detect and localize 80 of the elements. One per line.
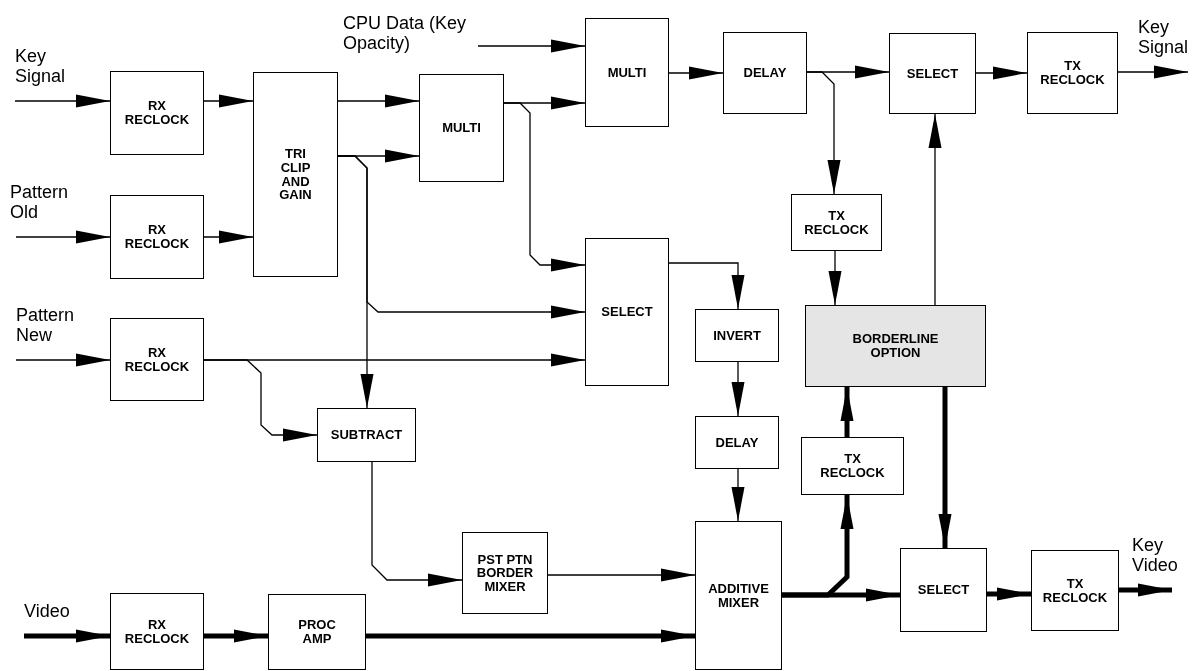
block-label: INVERT xyxy=(713,328,761,343)
process-box xyxy=(110,593,204,670)
process-box xyxy=(585,238,669,386)
arrow xyxy=(975,66,1028,80)
arrow xyxy=(15,353,111,367)
block-label: TX RECLOCK xyxy=(819,452,886,480)
arrow xyxy=(828,250,842,306)
arrow xyxy=(938,387,952,548)
arrow xyxy=(337,94,420,108)
block-label: TX RECLOCK xyxy=(803,208,870,237)
block-label: DELAY xyxy=(743,66,787,80)
process-box xyxy=(317,408,416,462)
signal-label: Video xyxy=(24,602,70,622)
block-label: PST PTN BORDER MIXER xyxy=(475,552,535,594)
arrow xyxy=(1117,65,1189,79)
signal-label: Pattern Old xyxy=(10,183,70,223)
process-box xyxy=(791,194,882,251)
arrow xyxy=(503,102,586,272)
process-box xyxy=(723,32,807,114)
block-label: TRI CLIP AND GAIN xyxy=(278,147,313,202)
arrow xyxy=(547,568,696,582)
arrow xyxy=(203,230,254,244)
block-label: SELECT xyxy=(601,305,653,319)
process-box xyxy=(889,33,976,114)
arrow xyxy=(15,230,111,244)
block-label: TX RECLOCK xyxy=(1039,59,1106,87)
process-box xyxy=(1027,32,1118,114)
arrow xyxy=(24,629,110,643)
process-box xyxy=(110,318,204,401)
block-label: MULTI xyxy=(607,65,647,80)
block-label: MULTI xyxy=(442,121,481,135)
arrow xyxy=(1119,583,1172,597)
arrow xyxy=(731,361,745,417)
process-box xyxy=(110,195,204,279)
process-box xyxy=(1031,550,1119,631)
arrow xyxy=(371,461,463,587)
signal-label: Key Signal xyxy=(15,47,67,87)
block-label: RX RECLOCK xyxy=(123,617,191,646)
arrow xyxy=(668,262,745,310)
process-box xyxy=(900,548,987,632)
arrow xyxy=(337,155,374,409)
block-label: PROC AMP xyxy=(297,618,337,646)
block-label: TX RECLOCK xyxy=(1041,576,1109,605)
arrow xyxy=(203,94,254,108)
process-box xyxy=(695,521,782,670)
block-label: ADDITIVE MIXER xyxy=(707,581,770,610)
block-label: RX RECLOCK xyxy=(123,99,191,127)
block-label: RX RECLOCK xyxy=(123,223,191,251)
arrow xyxy=(668,66,724,80)
process-box xyxy=(585,18,669,127)
arrow xyxy=(731,468,745,522)
process-box xyxy=(695,309,779,362)
arrow xyxy=(204,629,268,643)
process-box xyxy=(268,594,366,670)
block-label: SELECT xyxy=(906,66,959,81)
signal-label: Key Video xyxy=(1132,536,1179,576)
block-label: SELECT xyxy=(917,583,970,597)
arrow xyxy=(928,113,942,306)
process-box xyxy=(801,437,904,495)
signal-label: Key Signal xyxy=(1138,18,1190,58)
block-label: BORDERLINE OPTION xyxy=(851,332,940,360)
arrow xyxy=(203,359,318,442)
arrow xyxy=(782,495,854,598)
process-box xyxy=(695,416,779,469)
block-label: SUBTRACT xyxy=(330,428,403,442)
arrow xyxy=(14,94,111,108)
block-label: DELAY xyxy=(715,435,759,450)
arrow xyxy=(840,387,854,437)
process-box xyxy=(462,532,548,614)
process-box xyxy=(419,74,504,182)
arrow xyxy=(477,39,586,53)
option-box xyxy=(805,305,986,387)
process-box xyxy=(253,72,338,277)
arrow xyxy=(987,587,1031,601)
process-box xyxy=(110,71,204,155)
signal-label: Pattern New xyxy=(16,306,76,346)
arrow xyxy=(806,71,841,195)
block-label: RX RECLOCK xyxy=(123,345,191,374)
signal-label: CPU Data (Key Opacity) xyxy=(343,14,467,54)
arrow xyxy=(366,629,695,643)
